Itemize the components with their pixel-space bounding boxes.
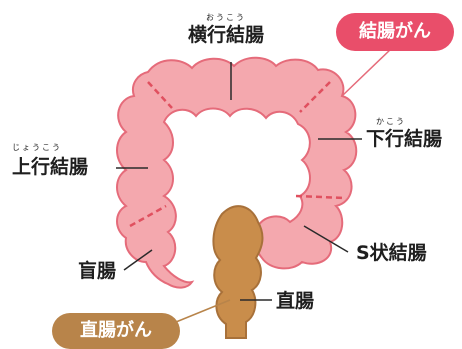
ascending-colon-ruby: じょうこう bbox=[12, 144, 62, 152]
leader-colon-cancer bbox=[342, 48, 392, 96]
transverse-colon-ruby: おうこう bbox=[206, 14, 246, 22]
rectal-cancer-badge: 直腸がん bbox=[52, 313, 180, 349]
descending-colon-ruby: かこう bbox=[376, 118, 406, 126]
rectum-label: 直腸 bbox=[276, 292, 314, 311]
colon-cancer-badge: 結腸がん bbox=[336, 13, 454, 51]
rectum bbox=[213, 206, 262, 338]
cecum-label: 盲腸 bbox=[78, 262, 116, 281]
descending-colon-label: 下行結腸 bbox=[366, 130, 442, 149]
ascending-colon-label: 上行結腸 bbox=[12, 158, 88, 177]
transverse-colon-label: 横行結腸 bbox=[188, 26, 264, 45]
sigmoid-colon-label: S状結腸 bbox=[356, 244, 427, 263]
